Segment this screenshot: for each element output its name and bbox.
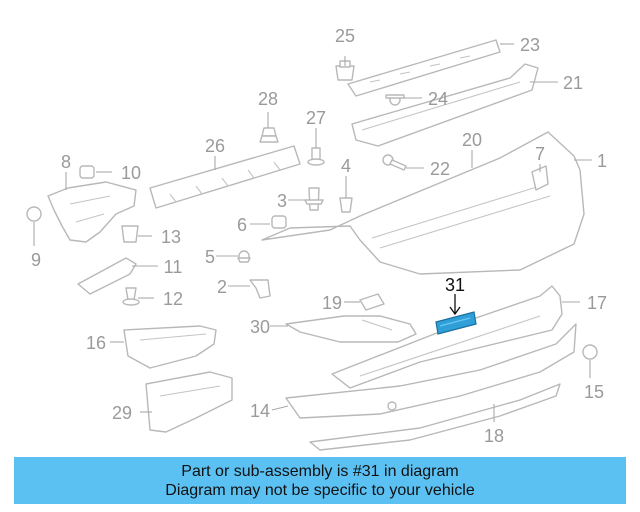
- callout-16: 16: [86, 333, 106, 353]
- part-23-bracket: [347, 39, 501, 97]
- part-7-reflector: [531, 165, 549, 191]
- callout-23: 23: [520, 35, 540, 55]
- part-21-reinforcement: [351, 63, 539, 147]
- part-16-bracket: [123, 325, 217, 369]
- part-1-bumper-cover: [261, 131, 585, 275]
- callout-25: 25: [335, 26, 355, 46]
- part-14-lower-cover: [285, 323, 577, 419]
- callout-9: 9: [31, 250, 41, 270]
- part-6-clip: [271, 215, 287, 229]
- callout-4: 4: [341, 156, 351, 176]
- part-30-lamp: [285, 315, 417, 343]
- banner-line-1: Part or sub-assembly is #31 in diagram: [181, 462, 459, 480]
- parts-diagram: 25 23 21 24 28 27 26 20 22 4 7 1 3 6 5 2…: [26, 26, 607, 451]
- callout-8: 8: [61, 152, 71, 172]
- callout-28: 28: [258, 89, 278, 109]
- callout-17: 17: [587, 293, 607, 313]
- part-26-absorber: [149, 145, 301, 209]
- callout-19: 19: [322, 293, 342, 313]
- callout-6: 6: [237, 215, 247, 235]
- part-31-highlighted: [435, 311, 477, 335]
- part-11-bracket: [77, 257, 137, 295]
- callout-5: 5: [205, 247, 215, 267]
- part-2-bracket: [249, 279, 271, 299]
- callout-11: 11: [164, 257, 183, 277]
- part-13-clip: [121, 225, 139, 243]
- callout-31-highlighted: 31: [445, 275, 465, 295]
- callout-10: 10: [121, 163, 141, 183]
- part-29-bracket: [145, 371, 233, 433]
- banner-line-2: Diagram may not be specific to your vehi…: [165, 481, 475, 499]
- callout-20: 20: [462, 130, 482, 150]
- part-15-clip: [582, 344, 598, 360]
- part-25-clip: [335, 60, 355, 81]
- callout-14: 14: [250, 401, 270, 421]
- callout-15: 15: [584, 382, 604, 402]
- callout-30: 30: [250, 317, 270, 337]
- part-24-bolt: [385, 94, 405, 106]
- callout-18: 18: [484, 426, 504, 446]
- part-22-screw: [382, 154, 407, 171]
- part-8-side-bracket: [47, 181, 137, 243]
- part-3-clip: [304, 187, 324, 211]
- callout-22: 22: [430, 159, 450, 179]
- callout-24: 24: [428, 89, 448, 109]
- part-19-nut: [359, 293, 385, 311]
- part-18-skid: [309, 383, 561, 451]
- part-5-screw: [237, 250, 251, 263]
- leader-lines: [33, 43, 592, 422]
- callout-2: 2: [217, 277, 227, 297]
- part-10-clip: [79, 165, 95, 179]
- info-banner: Part or sub-assembly is #31 in diagram D…: [14, 457, 626, 504]
- callout-1: 1: [597, 151, 607, 171]
- part-17-valance: [331, 285, 563, 389]
- part-4-clip: [339, 197, 353, 213]
- callout-21: 21: [563, 73, 583, 93]
- part-9-screw: [26, 206, 42, 222]
- callout-27: 27: [306, 108, 326, 128]
- callout-12: 12: [163, 289, 183, 309]
- callout-7: 7: [535, 144, 545, 164]
- part-28-bracket: [259, 127, 279, 143]
- callout-3: 3: [277, 191, 287, 211]
- part-12-clip: [122, 287, 140, 306]
- callout-13: 13: [161, 227, 181, 247]
- callout-26: 26: [205, 136, 225, 156]
- part-27-fastener: [307, 147, 325, 166]
- callout-29: 29: [112, 403, 132, 423]
